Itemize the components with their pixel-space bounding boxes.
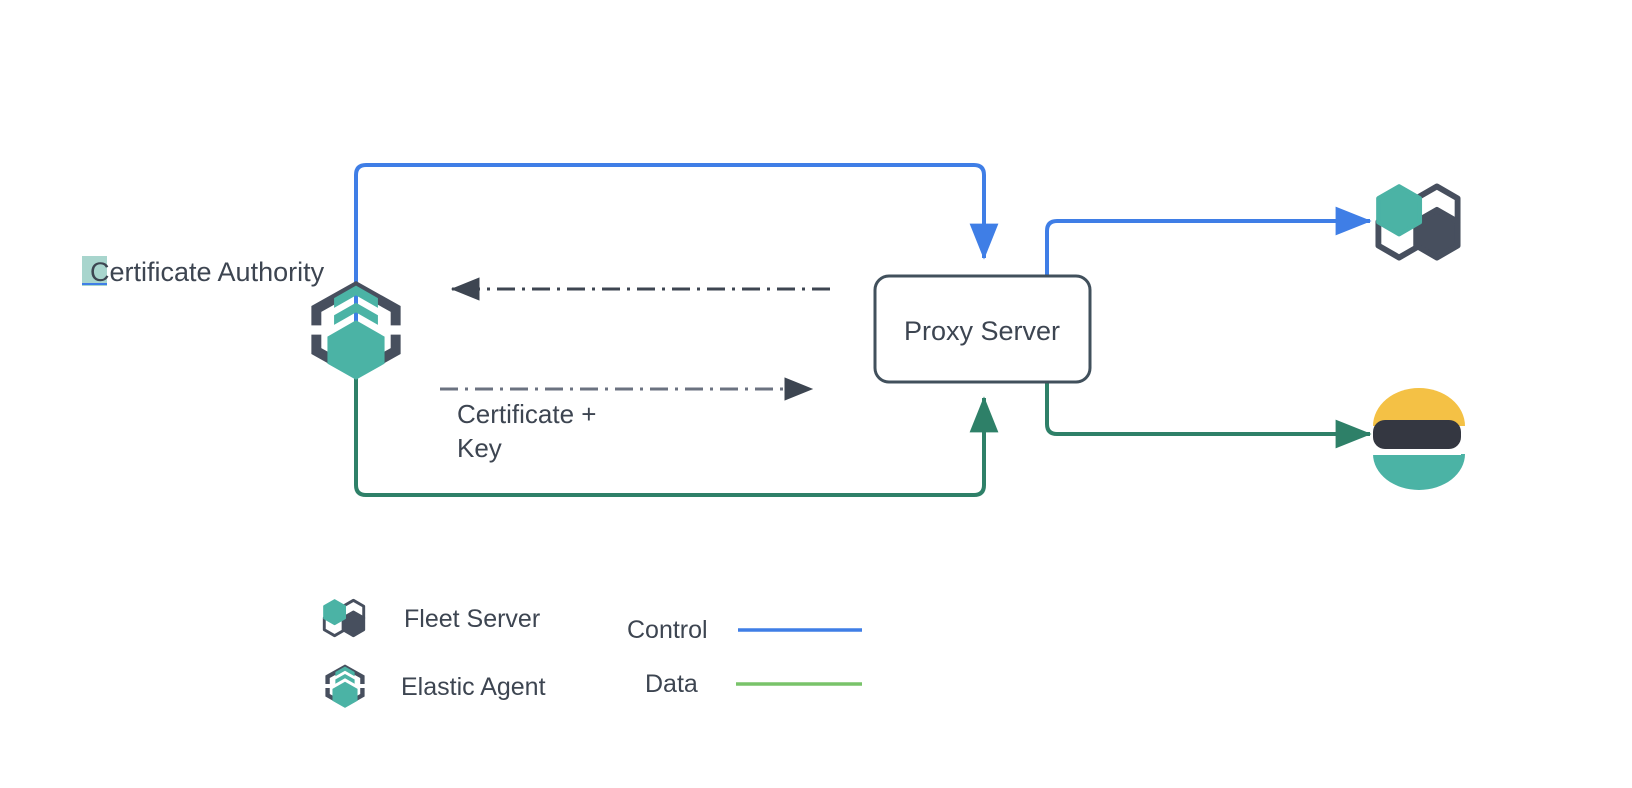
certificate-authority-label: Certificate Authority bbox=[90, 257, 325, 287]
edge-control-proxy-to-fleet bbox=[1045, 206, 1372, 276]
edge-data-proxy-to-elasticsearch bbox=[1045, 382, 1372, 449]
fleet-server-icon bbox=[1375, 183, 1461, 261]
certificate-key-label-line2: Key bbox=[457, 433, 502, 463]
proxy-server-box[interactable] bbox=[873, 274, 1092, 384]
legend-control-label: Control bbox=[627, 616, 708, 644]
edge-data-agent-to-proxy bbox=[354, 330, 999, 497]
elastic-agent-icon bbox=[311, 281, 401, 380]
legend-data-label: Data bbox=[645, 670, 698, 698]
ca-label-highlight bbox=[82, 256, 107, 286]
certificate-key-label-line1: Certificate + bbox=[457, 399, 596, 429]
edge-control-agent-to-proxy bbox=[354, 163, 999, 330]
legend-fleet-server-icon bbox=[322, 598, 366, 638]
legend-elastic-agent-label: Elastic Agent bbox=[401, 673, 546, 701]
elasticsearch-icon bbox=[1373, 388, 1465, 490]
proxy-server-label: Proxy Server bbox=[904, 316, 1060, 346]
legend-fleet-server-label: Fleet Server bbox=[404, 605, 540, 633]
legend-elastic-agent-icon bbox=[325, 664, 365, 708]
